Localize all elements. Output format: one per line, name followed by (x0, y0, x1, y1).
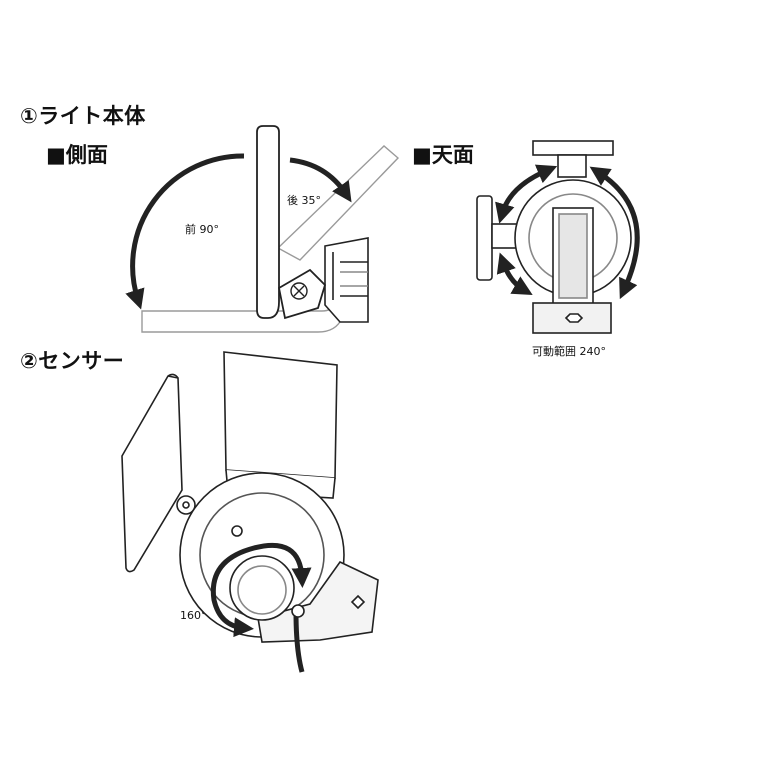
left-panel (476, 195, 493, 281)
top-arrow-right (589, 166, 640, 300)
top-arrow-left-upper (495, 164, 558, 224)
section1-title: ①ライト本体 (20, 104, 146, 128)
sensor-rotation-arrow (210, 542, 312, 638)
sensor-diagram (121, 351, 379, 673)
hinge-screw-icon (290, 282, 308, 300)
top-view-diagram (476, 140, 640, 334)
rotation-range-label: 可動範囲 240° (532, 345, 606, 358)
side-view-title: ■側面 (46, 143, 108, 167)
sensor-top-panel (223, 351, 338, 479)
top-bracket (532, 140, 614, 156)
back-rotation-arrow (289, 157, 352, 203)
sensor-lens-inner (237, 565, 287, 615)
section2-title: ②センサー (20, 349, 125, 373)
center-column-inner (558, 213, 588, 299)
sensor-rotation-label: 160° (180, 609, 207, 622)
base-nut-icon (564, 313, 584, 323)
side-mount-bracket (324, 237, 369, 323)
top-arrow-left-lower (496, 252, 533, 295)
ghost-panel-back (276, 145, 400, 261)
side-view-diagram (125, 125, 400, 333)
top-view-title: ■天面 (412, 143, 474, 167)
front-angle-label: 前 90° (185, 223, 219, 236)
front-rotation-arrow (125, 153, 245, 310)
back-angle-label: 後 35° (287, 194, 321, 207)
sensor-left-panel (121, 373, 183, 573)
top-bracket-stem (557, 154, 587, 178)
